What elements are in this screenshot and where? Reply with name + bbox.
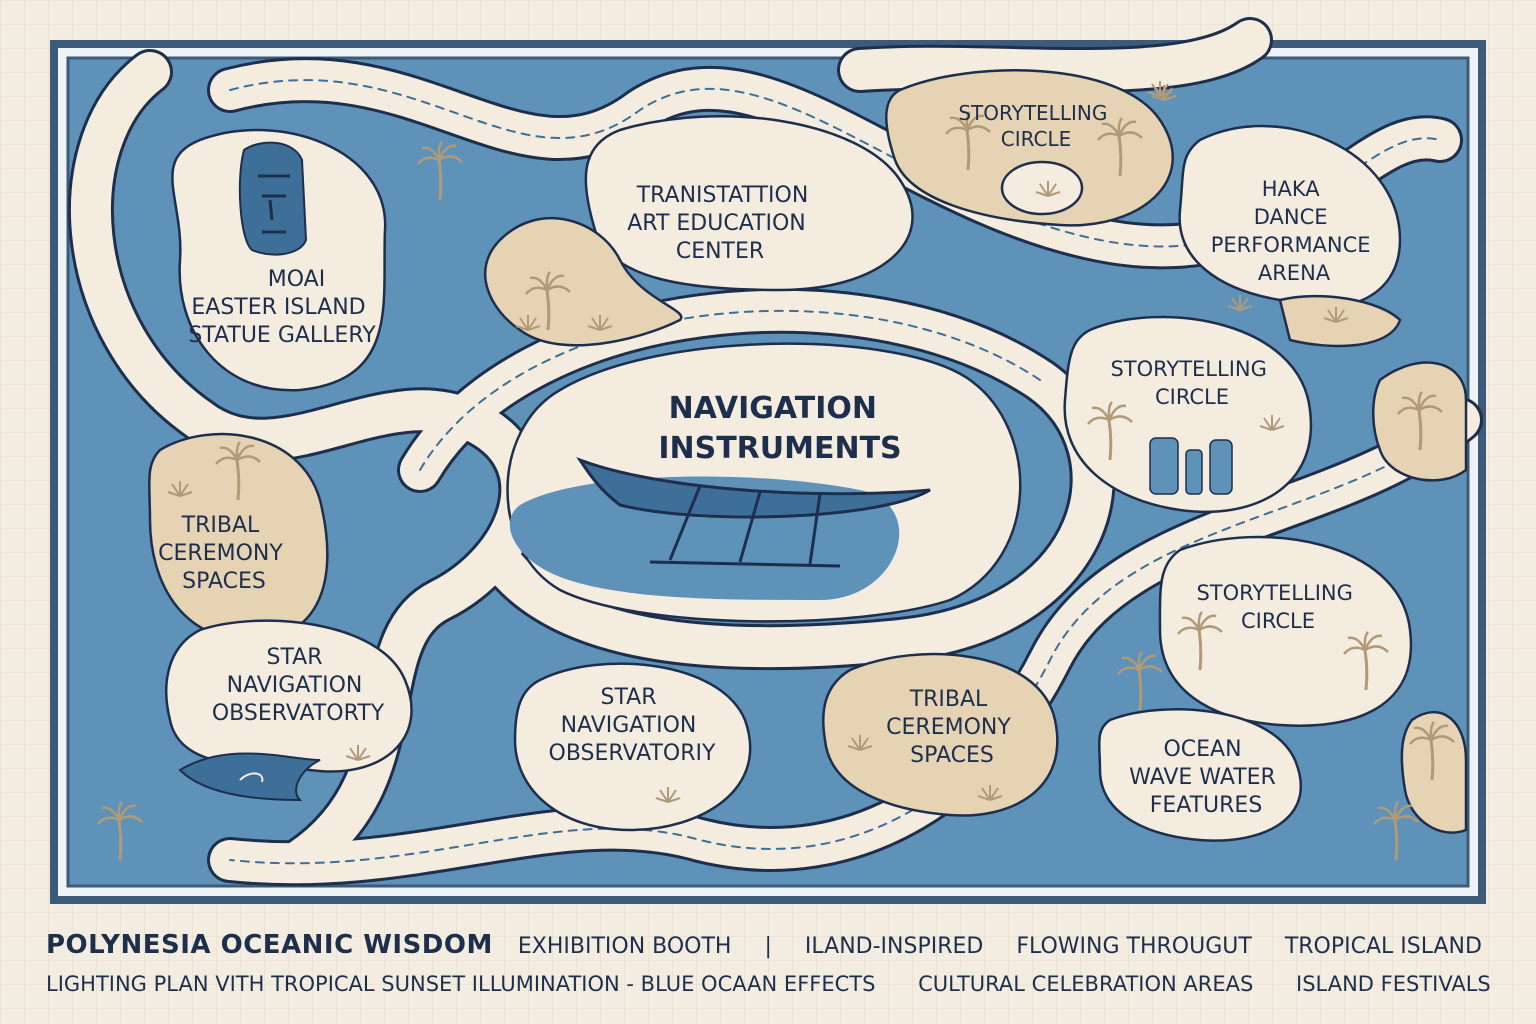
- canoe-icon: [576, 456, 931, 568]
- zone-storytelling-low: [1158, 535, 1413, 727]
- zone-label-transition: TRANISTATTION ART EDUCATION CENTER: [627, 183, 815, 264]
- caption-line-1: POLYNESIA OCEANIC WISDOM EXHIBITION BOOT…: [46, 930, 1508, 960]
- zone-label-storytelling-top: STORYTELLING CIRCLE: [958, 101, 1113, 151]
- statue-group-icon: [1149, 437, 1233, 495]
- zone-ocean: [1097, 708, 1303, 842]
- wave-icon: [178, 752, 321, 802]
- caption-item: ILAND-INSPIRED: [804, 934, 984, 959]
- caption-line-2: LIGHTING PLAN VITH TROPICAL SUNSET ILLUM…: [46, 972, 1527, 996]
- zone-storytelling-mid: [1063, 315, 1313, 514]
- zone-star-left: [165, 619, 413, 773]
- moai-icon: [238, 141, 308, 256]
- zone-shapes: [147, 69, 1468, 842]
- zone-storytelling-top: [885, 69, 1174, 227]
- caption-item: ISLAND FESTIVALS: [1296, 972, 1491, 996]
- zone-label-star-left: STAR NAVIGATION OBSERVATORTY: [212, 645, 385, 726]
- exhibit-title: POLYNESIA OCEANIC WISDOM: [46, 930, 493, 960]
- zone-label-navigation: NAVIGATION INSTRUMENTS: [658, 391, 901, 466]
- caption-item: FLOWING THROUGUT: [1016, 934, 1252, 959]
- zone-label-tribal-left: TRIBAL CEREMONY SPACES: [158, 513, 290, 594]
- zone-label-star-center: STAR NAVIGATION OBSERVATORIY: [549, 685, 716, 766]
- zone-label-tribal-center: TRIBAL CEREMONY SPACES: [886, 687, 1018, 768]
- zone-label-haka: HAKA DANCE PERFORMANCE ARENA: [1211, 177, 1378, 285]
- caption-item: LIGHTING PLAN VITH TROPICAL SUNSET ILLUM…: [46, 972, 876, 996]
- zone-label-storytelling-low: STORYTELLING CIRCLE: [1196, 581, 1359, 633]
- zone-sand-north: [483, 216, 683, 347]
- zone-moai: [171, 128, 387, 392]
- caption-separator: |: [764, 934, 772, 959]
- caption-item: TROPICAL ISLAND: [1284, 934, 1482, 959]
- zone-label-moai: MOAI EASTER ISLAND STATUE GALLERY: [188, 267, 376, 348]
- zone-transition: [584, 115, 914, 292]
- zone-tribal-center: [822, 652, 1059, 817]
- caption-item: CULTURAL CELEBRATION AREAS: [918, 972, 1254, 996]
- zone-labels: MOAI EASTER ISLAND STATUE GALLERY TRANIS…: [158, 101, 1378, 818]
- zone-star-center: [513, 662, 752, 832]
- caption-item: EXHIBITION BOOTH: [517, 934, 732, 959]
- zone-label-ocean: OCEAN WAVE WATER FEATURES: [1129, 737, 1283, 818]
- zone-label-storytelling-mid: STORYTELLING CIRCLE: [1110, 357, 1273, 409]
